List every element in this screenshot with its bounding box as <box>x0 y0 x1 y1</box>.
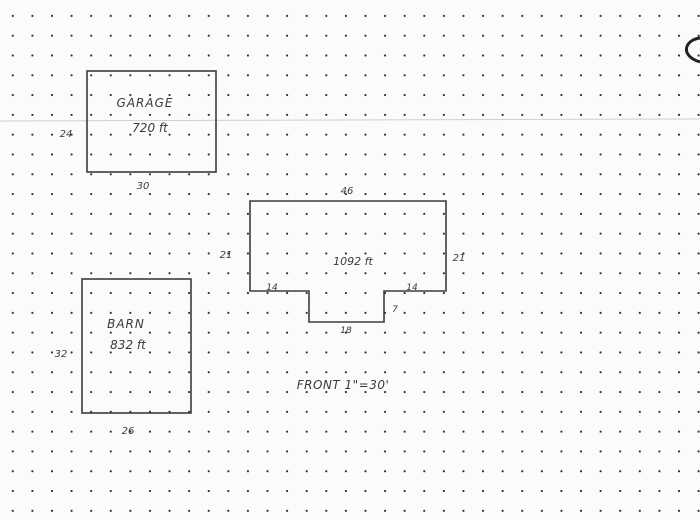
house-top-dimension: 46 <box>341 186 354 197</box>
barn-outline <box>81 278 192 414</box>
barn-bottom-dimension: 26 <box>122 426 135 437</box>
barn-area: 832 ft <box>110 338 147 352</box>
house-right-dimension: 21 <box>453 253 466 264</box>
house-plan: 46 21 21 1092 ft 14 14 7 18 <box>220 186 466 336</box>
garage-bottom-dimension: 30 <box>137 181 150 192</box>
garage-outline <box>86 70 217 173</box>
garage-area: 720 ft <box>132 121 169 135</box>
binder-hole <box>685 36 700 64</box>
house-notch-side-dimension: 7 <box>392 305 398 315</box>
house-outline <box>249 200 447 323</box>
house-left-step-dimension: 14 <box>266 283 278 293</box>
garage-side-dimension: 24 <box>60 129 73 140</box>
house-right-step-dimension: 14 <box>406 283 418 293</box>
scan-fold-line <box>0 118 700 122</box>
house-notch-bottom-dimension: 18 <box>340 326 352 336</box>
barn-plan: BARN 832 ft 32 26 <box>55 278 192 437</box>
front-scale-note: FRONT 1"=30' <box>297 378 390 392</box>
house-left-dimension: 21 <box>220 250 233 261</box>
barn-name: BARN <box>107 317 145 331</box>
garage-plan: GARAGE 720 ft 24 30 <box>60 70 217 192</box>
garage-name: GARAGE <box>117 96 174 110</box>
barn-side-dimension: 32 <box>55 349 68 360</box>
house-area: 1092 ft <box>333 255 373 268</box>
